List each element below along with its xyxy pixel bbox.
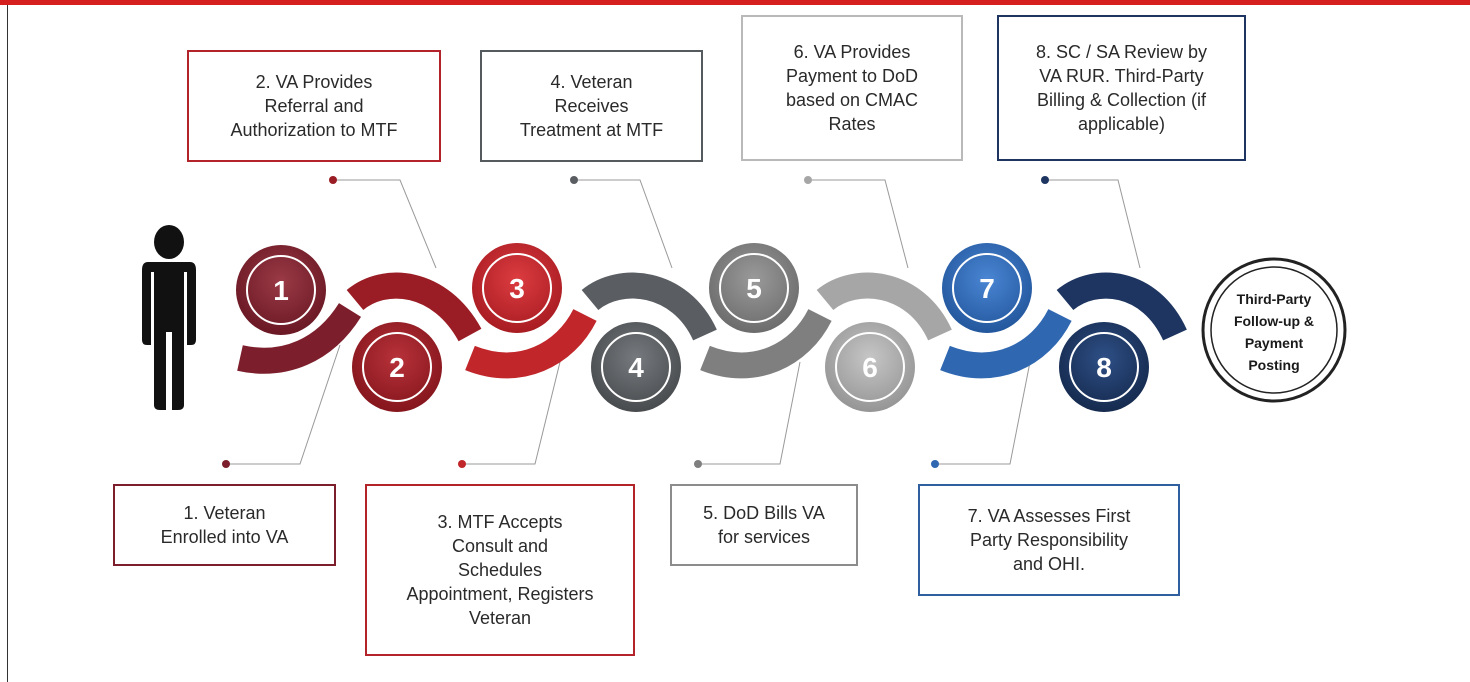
step-box-5: 5. DoD Bills VA for services	[670, 484, 858, 566]
step-label-8: 8. SC / SA Review by VA RUR. Third-Party…	[1035, 42, 1208, 134]
step-circle-3: 3	[472, 243, 562, 333]
step-circle-6: 6	[825, 322, 915, 412]
step-number-7: 7	[979, 273, 995, 304]
step-circle-7: 7	[942, 243, 1032, 333]
step-label-5: 5. DoD Bills VA for services	[703, 503, 825, 547]
step-label-1: 1. Veteran Enrolled into VA	[160, 503, 289, 547]
step-circle-1: 1	[236, 245, 326, 335]
left-border	[7, 5, 8, 682]
step-label-7: 7. VA Assesses First Party Responsibilit…	[967, 506, 1131, 574]
step-number-1: 1	[273, 275, 289, 306]
final-step-circle	[1201, 257, 1347, 403]
step-label-2: 2. VA Provides Referral and Authorizatio…	[230, 72, 398, 140]
top-border	[0, 0, 1470, 5]
step-circle-2: 2	[352, 322, 442, 412]
step-number-4: 4	[628, 352, 644, 383]
step-box-7: 7. VA Assesses First Party Responsibilit…	[918, 484, 1180, 596]
step-number-6: 6	[862, 352, 878, 383]
step-box-2: 2. VA Provides Referral and Authorizatio…	[187, 50, 441, 162]
wave-bands	[237, 272, 1187, 379]
step-number-2: 2	[389, 352, 405, 383]
step-box-6: 6. VA Provides Payment to DoD based on C…	[741, 15, 963, 161]
step-box-4: 4. Veteran Receives Treatment at MTF	[480, 50, 703, 162]
step-number-8: 8	[1096, 352, 1112, 383]
step-number-5: 5	[746, 273, 762, 304]
step-box-1: 1. Veteran Enrolled into VA	[113, 484, 336, 566]
step-box-8: 8. SC / SA Review by VA RUR. Third-Party…	[997, 15, 1246, 161]
step-box-3: 3. MTF Accepts Consult and Schedules App…	[365, 484, 635, 656]
step-circle-5: 5	[709, 243, 799, 333]
final-step-label: Third-Party Follow-up & Payment Posting	[1233, 291, 1315, 373]
connector-lines	[226, 179, 1141, 465]
connector-dots	[222, 176, 1049, 468]
step-label-3: 3. MTF Accepts Consult and Schedules App…	[406, 512, 594, 628]
step-number-3: 3	[509, 273, 525, 304]
step-circle-4: 4	[591, 322, 681, 412]
step-circle-8: 8	[1059, 322, 1149, 412]
person-icon	[142, 225, 196, 410]
step-label-4: 4. Veteran Receives Treatment at MTF	[519, 72, 664, 140]
step-label-6: 6. VA Provides Payment to DoD based on C…	[785, 42, 919, 134]
